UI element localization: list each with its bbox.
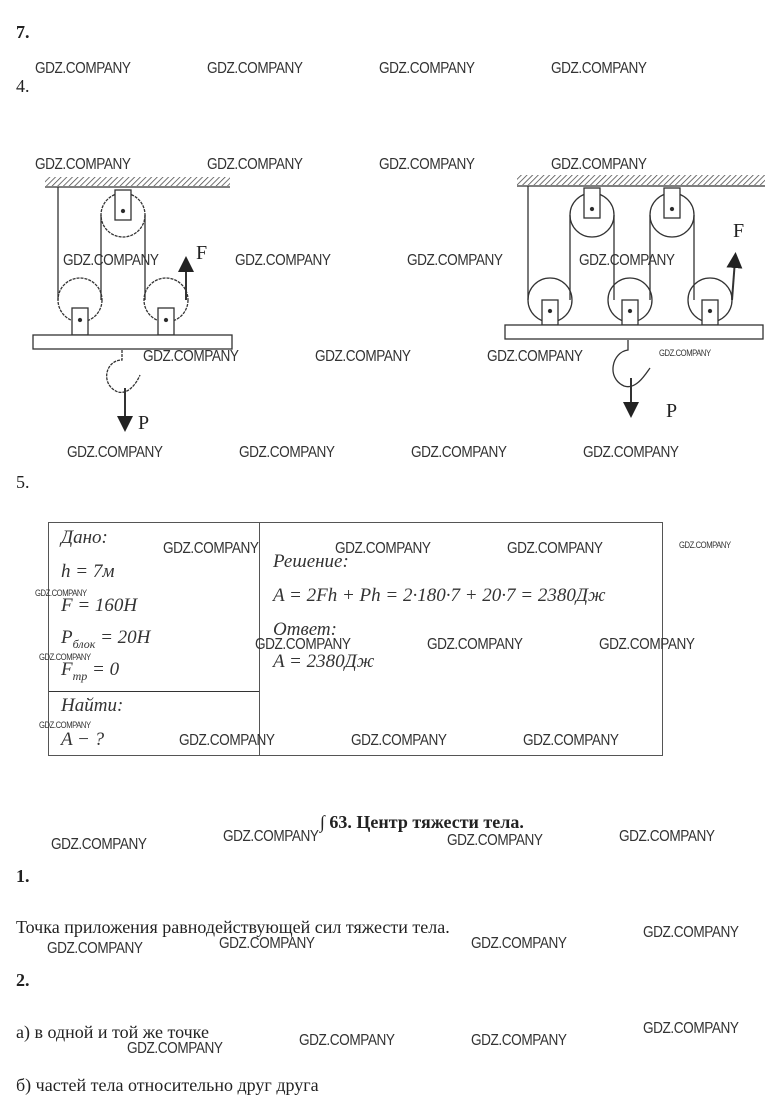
watermark: GDZ.COMPANY [223, 828, 319, 845]
given-h: h = 7м [61, 561, 115, 582]
watermark: GDZ.COMPANY [579, 252, 675, 269]
find-value: A − ? [61, 729, 105, 750]
watermark: GDZ.COMPANY [207, 60, 303, 77]
solution-formula: A = 2Fh + Ph = 2·180·7 + 20·7 = 2380Дж [273, 585, 606, 606]
watermark: GDZ.COMPANY [379, 60, 475, 77]
watermark: GDZ.COMPANY [487, 348, 583, 365]
watermark: GDZ.COMPANY [39, 720, 91, 730]
watermark: GDZ.COMPANY [35, 156, 131, 173]
task-7-heading: 7. [16, 22, 30, 42]
task-4-heading: 4. [16, 76, 30, 96]
solution-title: Решение: [273, 551, 349, 572]
given-friction: Fтр = 0 [61, 659, 120, 683]
task-2-heading: 2. [16, 970, 30, 990]
watermark: GDZ.COMPANY [67, 444, 163, 461]
section-title: ∫ 63. Центр тяжести тела. [320, 812, 524, 832]
watermark: GDZ.COMPANY [351, 732, 447, 749]
watermark: GDZ.COMPANY [239, 444, 335, 461]
watermark: GDZ.COMPANY [679, 540, 731, 550]
watermark: GDZ.COMPANY [179, 732, 275, 749]
watermark: GDZ.COMPANY [619, 828, 715, 845]
answer-title: Ответ: [273, 619, 337, 640]
find-title: Найти: [61, 695, 124, 716]
watermark: GDZ.COMPANY [507, 540, 603, 557]
watermark: GDZ.COMPANY [471, 935, 567, 952]
watermark: GDZ.COMPANY [643, 924, 739, 941]
answer-2b: б) частей тела относительно друг друга [16, 1075, 319, 1095]
watermark: GDZ.COMPANY [143, 348, 239, 365]
watermark: GDZ.COMPANY [659, 348, 711, 358]
weight-label-right: P [666, 400, 678, 422]
watermark: GDZ.COMPANY [315, 348, 411, 365]
pulley-system-left [32, 177, 233, 432]
watermark: GDZ.COMPANY [235, 252, 331, 269]
watermark: GDZ.COMPANY [427, 636, 523, 653]
watermark: GDZ.COMPANY [255, 636, 351, 653]
watermark: GDZ.COMPANY [471, 1032, 567, 1049]
pulley-diagrams [32, 175, 765, 432]
given-force: F = 160Н [61, 595, 138, 616]
watermark: GDZ.COMPANY [599, 636, 695, 653]
watermark: GDZ.COMPANY [207, 156, 303, 173]
watermark: GDZ.COMPANY [583, 444, 679, 461]
watermark: GDZ.COMPANY [163, 540, 259, 557]
watermark: GDZ.COMPANY [219, 935, 315, 952]
watermark: GDZ.COMPANY [35, 60, 131, 77]
watermark: GDZ.COMPANY [407, 252, 503, 269]
watermark: GDZ.COMPANY [63, 252, 159, 269]
watermark: GDZ.COMPANY [523, 732, 619, 749]
watermark: GDZ.COMPANY [47, 940, 143, 957]
watermark: GDZ.COMPANY [127, 1040, 223, 1057]
weight-label-left: P [138, 412, 150, 434]
watermark: GDZ.COMPANY [335, 540, 431, 557]
watermark: GDZ.COMPANY [411, 444, 507, 461]
solution-table: Дано: h = 7м F = 160Н Pблок = 20Н Fтр = … [48, 522, 663, 756]
watermark: GDZ.COMPANY [551, 156, 647, 173]
watermark: GDZ.COMPANY [447, 832, 543, 849]
answer-1: Точка приложения равнодействующей сил тя… [16, 917, 450, 937]
task-1-heading: 1. [16, 866, 30, 886]
watermark: GDZ.COMPANY [35, 588, 87, 598]
force-label-right: F [733, 220, 745, 242]
pulley-system-right [504, 175, 765, 418]
task-5-heading: 5. [16, 472, 30, 492]
given-title: Дано: [61, 527, 108, 548]
answer-2a: а) в одной и той же точке [16, 1022, 209, 1042]
answer-value: A = 2380Дж [273, 651, 375, 672]
watermark: GDZ.COMPANY [379, 156, 475, 173]
force-label-left: F [196, 242, 208, 264]
watermark: GDZ.COMPANY [643, 1020, 739, 1037]
watermark: GDZ.COMPANY [39, 652, 91, 662]
given-block-weight: Pблок = 20Н [61, 627, 151, 651]
watermark: GDZ.COMPANY [51, 836, 147, 853]
watermark: GDZ.COMPANY [551, 60, 647, 77]
watermark: GDZ.COMPANY [299, 1032, 395, 1049]
